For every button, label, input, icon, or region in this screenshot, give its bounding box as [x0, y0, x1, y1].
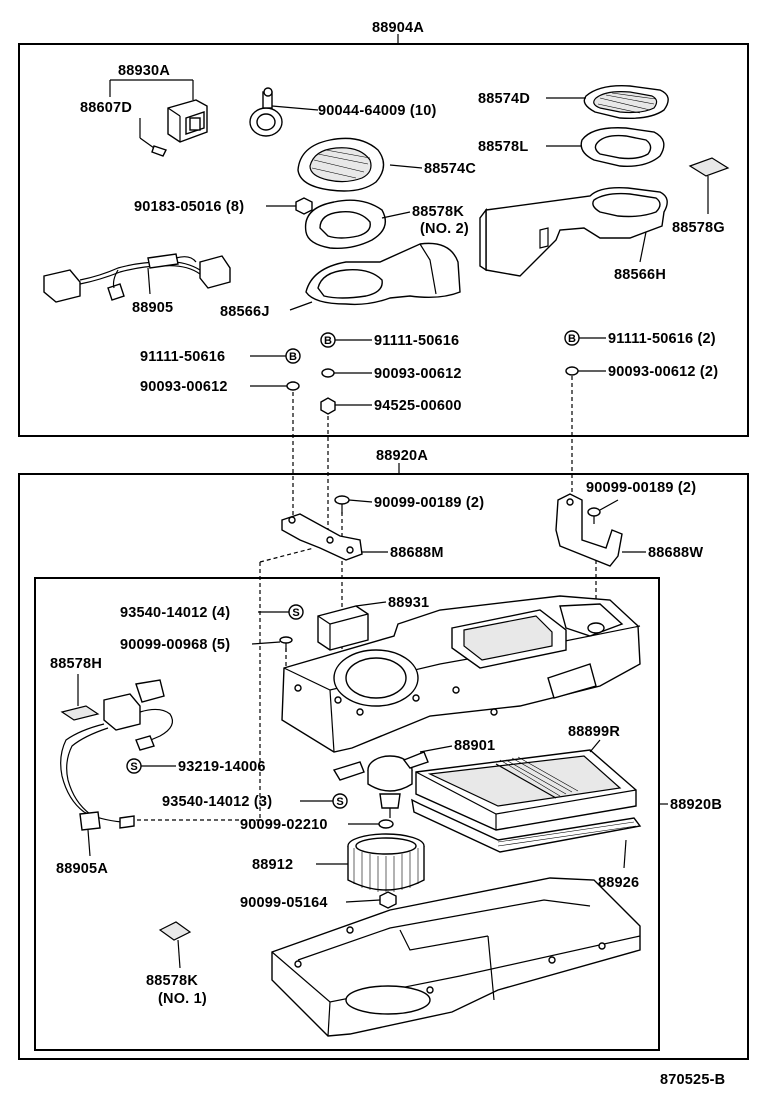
label-88578l: 88578L	[478, 139, 528, 155]
label-93540-3: 93540-14012 (3)	[162, 794, 272, 810]
bolt-symbol-left: B	[285, 348, 301, 364]
label-88578k-no1-a: 88578K	[146, 973, 198, 989]
label-88574d: 88574D	[478, 91, 530, 107]
pad-88578h	[60, 705, 100, 721]
switch-88930a	[139, 99, 208, 157]
label-88905: 88905	[132, 300, 173, 316]
nut-90183	[295, 197, 313, 215]
label-91111-center: 91111-50616	[374, 333, 459, 349]
label-88899r: 88899R	[568, 724, 620, 740]
label-88566h: 88566H	[614, 267, 666, 283]
label-88566j: 88566J	[220, 304, 270, 320]
label-88578k-no1-b: (NO. 1)	[158, 991, 207, 1007]
pad-88578k-no1	[158, 921, 192, 941]
upper-group-frame	[18, 43, 749, 437]
filter-holder-88926	[411, 798, 642, 853]
bolt-symbol-right: B	[564, 330, 580, 346]
lower-case	[271, 877, 641, 1037]
grille-88574d	[583, 85, 669, 120]
upper-group-label: 88904A	[372, 20, 424, 36]
label-91111-left: 91111-50616	[140, 349, 225, 365]
symbol-s-93219: S	[126, 758, 142, 774]
inner-group-label: 88920B	[670, 797, 722, 813]
label-93219: 93219-14006	[178, 759, 266, 775]
figure-code: 870525-B	[660, 1072, 725, 1088]
bracket-88688w	[555, 493, 623, 567]
washer-90099-02210	[378, 819, 394, 829]
label-88607d: 88607D	[80, 100, 132, 116]
label-88931: 88931	[388, 595, 429, 611]
label-90044: 90044-64009 (10)	[318, 103, 437, 119]
label-88912: 88912	[252, 857, 293, 873]
label-90099-00189-center: 90099-00189 (2)	[374, 495, 484, 511]
harness-88905a	[60, 679, 173, 831]
label-88574c: 88574C	[424, 161, 476, 177]
label-88905a: 88905A	[56, 861, 108, 877]
svg-text:S: S	[292, 607, 299, 619]
label-94525: 94525-00600	[374, 398, 462, 414]
svg-text:B: B	[568, 333, 576, 345]
label-88578k-no2-a: 88578K	[412, 204, 464, 220]
gasket-88578k-no2	[304, 199, 386, 250]
lower-group-frame	[18, 473, 749, 1060]
blower-motor-88901	[332, 751, 429, 818]
label-88578k-no2-b: (NO. 2)	[420, 221, 469, 237]
label-88578h: 88578H	[50, 656, 102, 672]
filter-88899r	[415, 749, 637, 831]
harness-88905	[43, 253, 231, 303]
svg-text:S: S	[130, 761, 137, 773]
label-90099-05164: 90099-05164	[240, 895, 328, 911]
label-90093-left: 90093-00612	[140, 379, 228, 395]
inner-group-frame	[34, 577, 660, 1051]
bracket-88688m	[281, 513, 363, 561]
label-88930a: 88930A	[118, 63, 170, 79]
label-88688w: 88688W	[648, 545, 703, 561]
screw-90099-00968	[279, 636, 293, 652]
washer-center	[321, 368, 335, 378]
label-90099-00189-right: 90099-00189 (2)	[586, 480, 696, 496]
washer-left	[286, 381, 300, 391]
bolt-symbol-center: B	[320, 332, 336, 348]
label-88578g: 88578G	[672, 220, 725, 236]
pad-88578g	[688, 157, 730, 177]
label-88688m: 88688M	[390, 545, 444, 561]
label-88901: 88901	[454, 738, 495, 754]
screw-90099-00189-right	[587, 507, 601, 524]
lower-group-label: 88920A	[376, 448, 428, 464]
label-90093-right: 90093-00612 (2)	[608, 364, 718, 380]
clip-90044	[249, 87, 283, 137]
svg-text:B: B	[324, 335, 332, 347]
label-93540-4: 93540-14012 (4)	[120, 605, 230, 621]
symbol-s-93540-3: S	[332, 793, 348, 809]
washer-right	[565, 366, 579, 376]
nut-94525	[320, 397, 336, 415]
label-90099-02210: 90099-02210	[240, 817, 328, 833]
nut-90099-05164	[379, 891, 397, 909]
grille-88574c	[297, 137, 385, 192]
screw-90099-00189-center	[334, 495, 350, 514]
label-91111-right: 91111-50616 (2)	[608, 331, 716, 347]
gasket-88578l	[580, 127, 665, 167]
resistor-88931	[317, 605, 369, 651]
upper-case	[281, 595, 641, 753]
label-90183: 90183-05016 (8)	[134, 199, 244, 215]
symbol-s-93540-4: S	[288, 604, 304, 620]
duct-88566h	[479, 186, 668, 277]
blower-fan-88912	[347, 833, 425, 892]
label-90093-center: 90093-00612	[374, 366, 462, 382]
label-90099-00968: 90099-00968 (5)	[120, 637, 230, 653]
svg-text:S: S	[336, 796, 343, 808]
duct-88566j	[305, 242, 461, 306]
svg-text:B: B	[289, 351, 297, 363]
label-88926: 88926	[598, 875, 639, 891]
